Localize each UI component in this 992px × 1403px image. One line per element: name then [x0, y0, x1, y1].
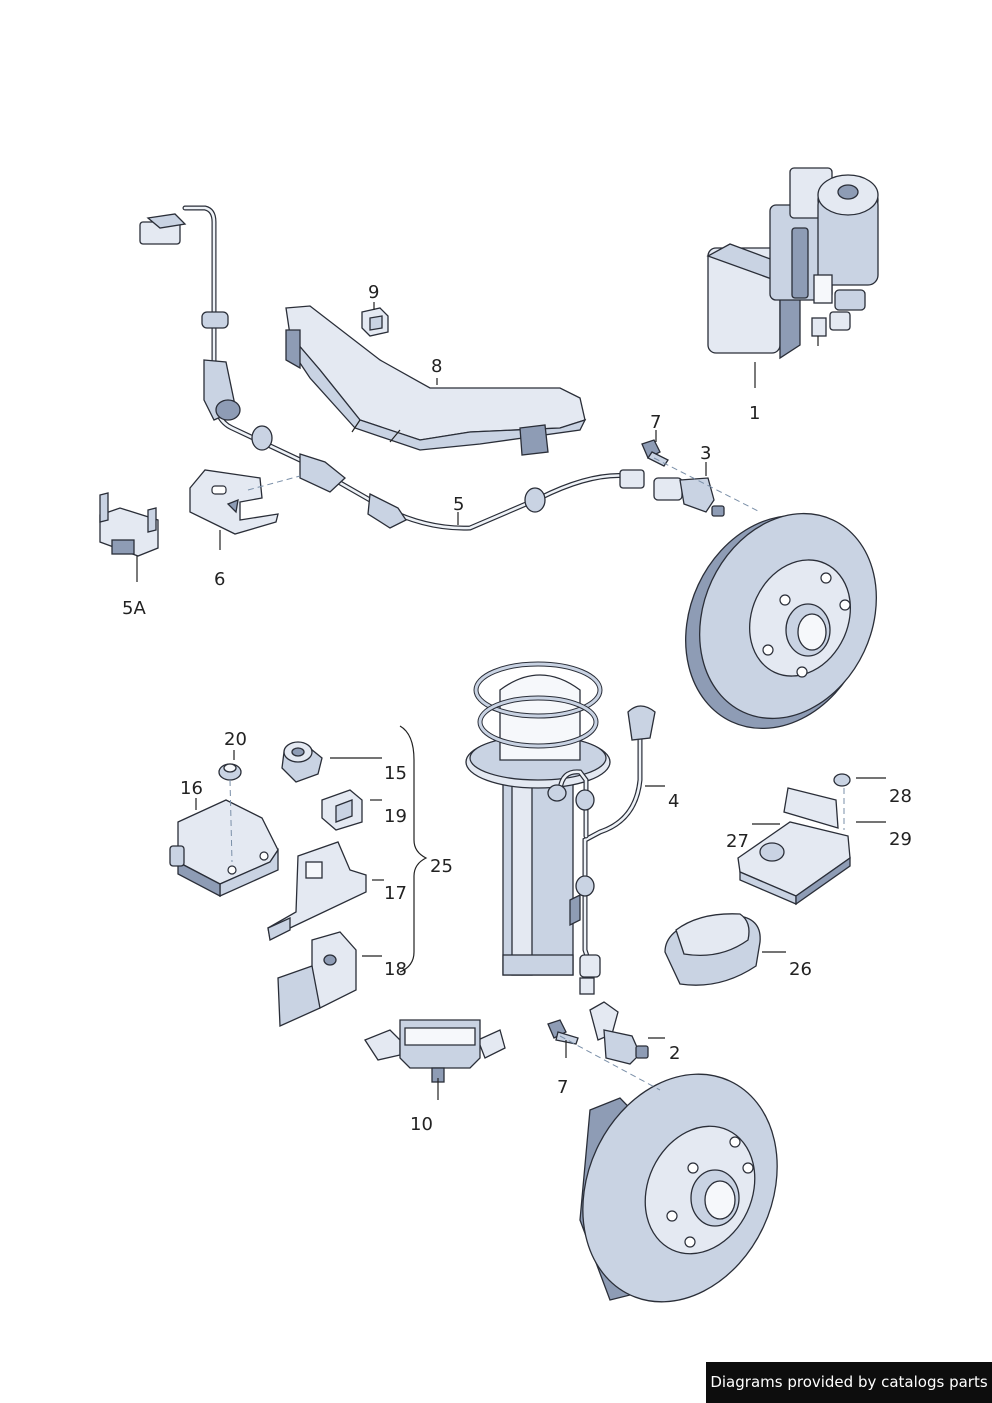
callout-25: 25 — [430, 856, 453, 877]
callout-18: 18 — [384, 959, 407, 980]
abs-pump-unit — [706, 167, 879, 360]
callout-17: 17 — [384, 883, 407, 904]
callout-2: 2 — [669, 1043, 680, 1064]
grommet-15 — [281, 741, 323, 783]
callout-29: 29 — [889, 829, 912, 850]
brake-disc-lower — [579, 1073, 778, 1303]
callout-5a: 5A — [122, 598, 146, 619]
callout-1: 1 — [749, 403, 760, 424]
clip-19 — [321, 789, 363, 831]
control-module-27 — [737, 773, 851, 906]
sensor-housing-16 — [169, 799, 279, 898]
bracket-18 — [277, 931, 357, 1027]
speed-sensor-rear — [653, 477, 725, 517]
callout-26: 26 — [789, 959, 812, 980]
front-sensor-cable — [547, 705, 656, 995]
nut-20 — [218, 763, 242, 781]
callout-15: 15 — [384, 763, 407, 784]
callout-4: 4 — [668, 791, 679, 812]
callout-6: 6 — [214, 569, 225, 590]
callout-7-lower: 7 — [557, 1077, 568, 1098]
callout-10: 10 — [410, 1114, 433, 1135]
callout-labels: 1 2 3 4 5 5A 6 7 7 8 9 10 15 16 17 18 19… — [122, 282, 912, 1135]
bolt-upper — [641, 439, 669, 467]
callout-27: 27 — [726, 831, 749, 852]
wheel-arch-bracket — [285, 305, 587, 456]
cover-cap-26 — [664, 913, 761, 986]
callout-19: 19 — [384, 806, 407, 827]
brake-disc-upper — [685, 512, 877, 730]
leader-lines — [136, 302, 886, 1100]
callout-16: 16 — [180, 778, 203, 799]
callout-28: 28 — [889, 786, 912, 807]
bracket-17 — [267, 841, 367, 941]
callout-5: 5 — [453, 494, 464, 515]
holder-5a — [99, 492, 159, 557]
watermark-banner: Diagrams provided by catalogs parts — [706, 1362, 992, 1403]
callout-7-upper: 7 — [650, 412, 661, 433]
suspension-strut — [465, 661, 611, 976]
bolt-lower — [547, 1019, 579, 1045]
cable-clip-9 — [361, 307, 389, 337]
callout-8: 8 — [431, 356, 442, 377]
speed-sensor-cable — [139, 205, 645, 531]
strut-clamp — [364, 1019, 506, 1083]
callout-20: 20 — [224, 729, 247, 750]
alignment-lines — [229, 457, 845, 1091]
callout-9: 9 — [368, 282, 379, 303]
bracket-6 — [189, 469, 279, 535]
speed-sensor-front — [589, 1001, 649, 1065]
callout-3: 3 — [700, 443, 711, 464]
